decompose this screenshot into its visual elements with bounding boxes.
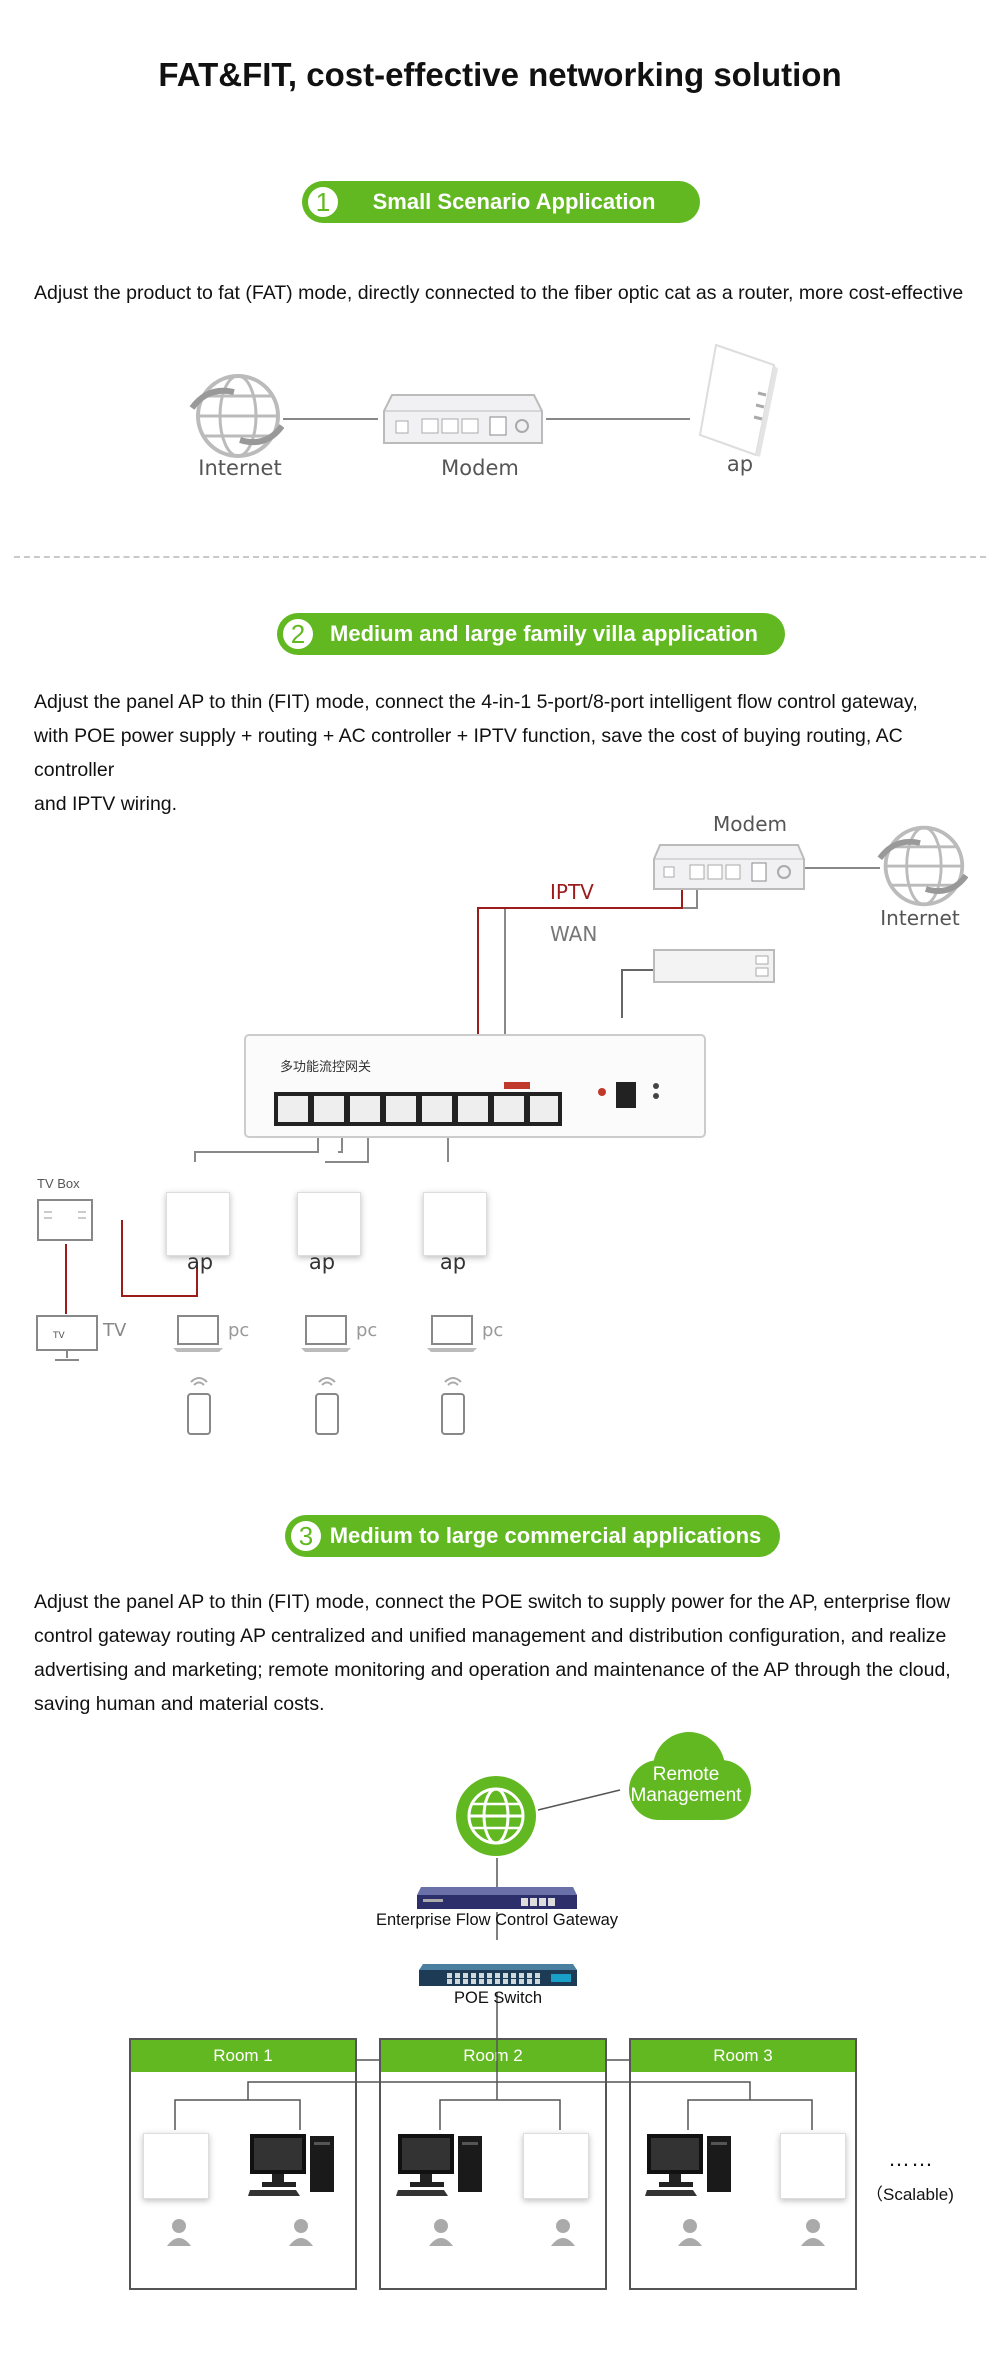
section-divider (14, 556, 986, 558)
scalable-label: （Scalable) (866, 2185, 954, 2204)
section-3-badge: 3 Medium to large commercial application… (285, 1515, 780, 1557)
section-2-title: Medium and large family villa applicatio… (330, 621, 758, 646)
more-dots: …… (888, 2146, 934, 2171)
section-2-desc-line: with POE power supply + routing + AC con… (34, 725, 903, 781)
globe-icon (454, 1774, 538, 1858)
gateway-icon (244, 1034, 706, 1138)
person-icon (550, 2218, 576, 2246)
ap-label: ap (439, 1250, 467, 1274)
desktop-pc-icon (645, 2130, 735, 2200)
page-title: FAT&FIT, cost-effective networking solut… (158, 56, 842, 93)
gateway-name: 多功能流控网关 (280, 1060, 372, 1075)
panel-ap-icon (698, 343, 782, 457)
tv-icon: TV (35, 1314, 99, 1362)
svg-text:TV: TV (52, 1331, 65, 1341)
section-2-description: Adjust the panel AP to thin (FIT) mode, … (34, 685, 984, 821)
internet-label: Internet (198, 456, 282, 480)
room-2-header: Room 2 (381, 2040, 605, 2072)
tv-label: TV (103, 1320, 127, 1341)
desktop-pc-icon (248, 2130, 338, 2200)
modem-label-2: Modem (713, 812, 787, 836)
globe-icon (876, 820, 968, 912)
remote-label-line: Management (630, 1785, 742, 1806)
section-1-number: 1 (306, 185, 340, 219)
remote-label-line: Remote (652, 1764, 720, 1785)
pc-label: pc (228, 1320, 250, 1341)
ap-label: ap (308, 1250, 336, 1274)
panel-ap-icon (297, 1192, 361, 1256)
room-1-header: Room 1 (131, 2040, 355, 2072)
cloud-icon (617, 1728, 755, 1830)
room-3-header: Room 3 (631, 2040, 855, 2072)
section-3-description: Adjust the panel AP to thin (FIT) mode, … (34, 1585, 984, 1721)
power-adapter-icon (652, 948, 776, 984)
laptop-icon (300, 1314, 352, 1354)
phone-icon (310, 1374, 344, 1436)
gateway-icon (415, 1885, 579, 1911)
modem-label: Modem (441, 456, 519, 480)
section-2-desc-line: and IPTV wiring. (34, 793, 178, 815)
section-3-number: 3 (289, 1519, 323, 1553)
internet-label-2: Internet (880, 906, 960, 930)
person-icon (288, 2218, 314, 2246)
panel-ap-icon (143, 2133, 209, 2199)
wan-label: WAN (550, 922, 598, 946)
poe-switch-label: POE Switch (453, 1989, 543, 2007)
section-2-desc-line: Adjust the panel AP to thin (FIT) mode, … (34, 691, 918, 713)
section-2-number: 2 (281, 617, 315, 651)
laptop-icon (172, 1314, 224, 1354)
iptv-label: IPTV (550, 880, 594, 904)
remote-management-label: Remote Management (620, 1764, 752, 1806)
pc-label: pc (482, 1320, 504, 1341)
section-1-title: Small Scenario Application (372, 189, 656, 214)
phone-icon (182, 1374, 216, 1436)
tv-box-icon (36, 1198, 94, 1242)
tv-box-label: TV Box (37, 1176, 80, 1191)
enterprise-gateway-label: Enterprise Flow Control Gateway (375, 1911, 619, 1929)
section-3-desc-line: advertising and marketing; remote monito… (34, 1659, 951, 1681)
section-2-badge: 2 Medium and large family villa applicat… (277, 613, 785, 655)
pc-label: pc (356, 1320, 378, 1341)
laptop-icon (426, 1314, 478, 1354)
ap-label: ap (186, 1250, 214, 1274)
modem-icon (382, 393, 544, 446)
person-icon (800, 2218, 826, 2246)
panel-ap-icon (423, 1192, 487, 1256)
modem-icon (652, 843, 806, 891)
section-3-title: Medium to large commercial applications (329, 1523, 762, 1548)
phone-icon (436, 1374, 470, 1436)
globe-icon (188, 368, 284, 464)
section-1-description: Adjust the product to fat (FAT) mode, di… (34, 282, 964, 304)
ap-label: ap (726, 452, 754, 476)
section-3-desc-line: saving human and material costs. (34, 1693, 325, 1715)
section-1-badge: 1 Small Scenario Application (302, 181, 700, 223)
switch-icon (417, 1962, 579, 1988)
panel-ap-icon (780, 2133, 846, 2199)
panel-ap-icon (166, 1192, 230, 1256)
desktop-pc-icon (396, 2130, 486, 2200)
person-icon (677, 2218, 703, 2246)
section-3-desc-line: Adjust the panel AP to thin (FIT) mode, … (34, 1591, 951, 1613)
panel-ap-icon (523, 2133, 589, 2199)
section-3-desc-line: control gateway routing AP centralized a… (34, 1625, 947, 1647)
person-icon (428, 2218, 454, 2246)
person-icon (166, 2218, 192, 2246)
